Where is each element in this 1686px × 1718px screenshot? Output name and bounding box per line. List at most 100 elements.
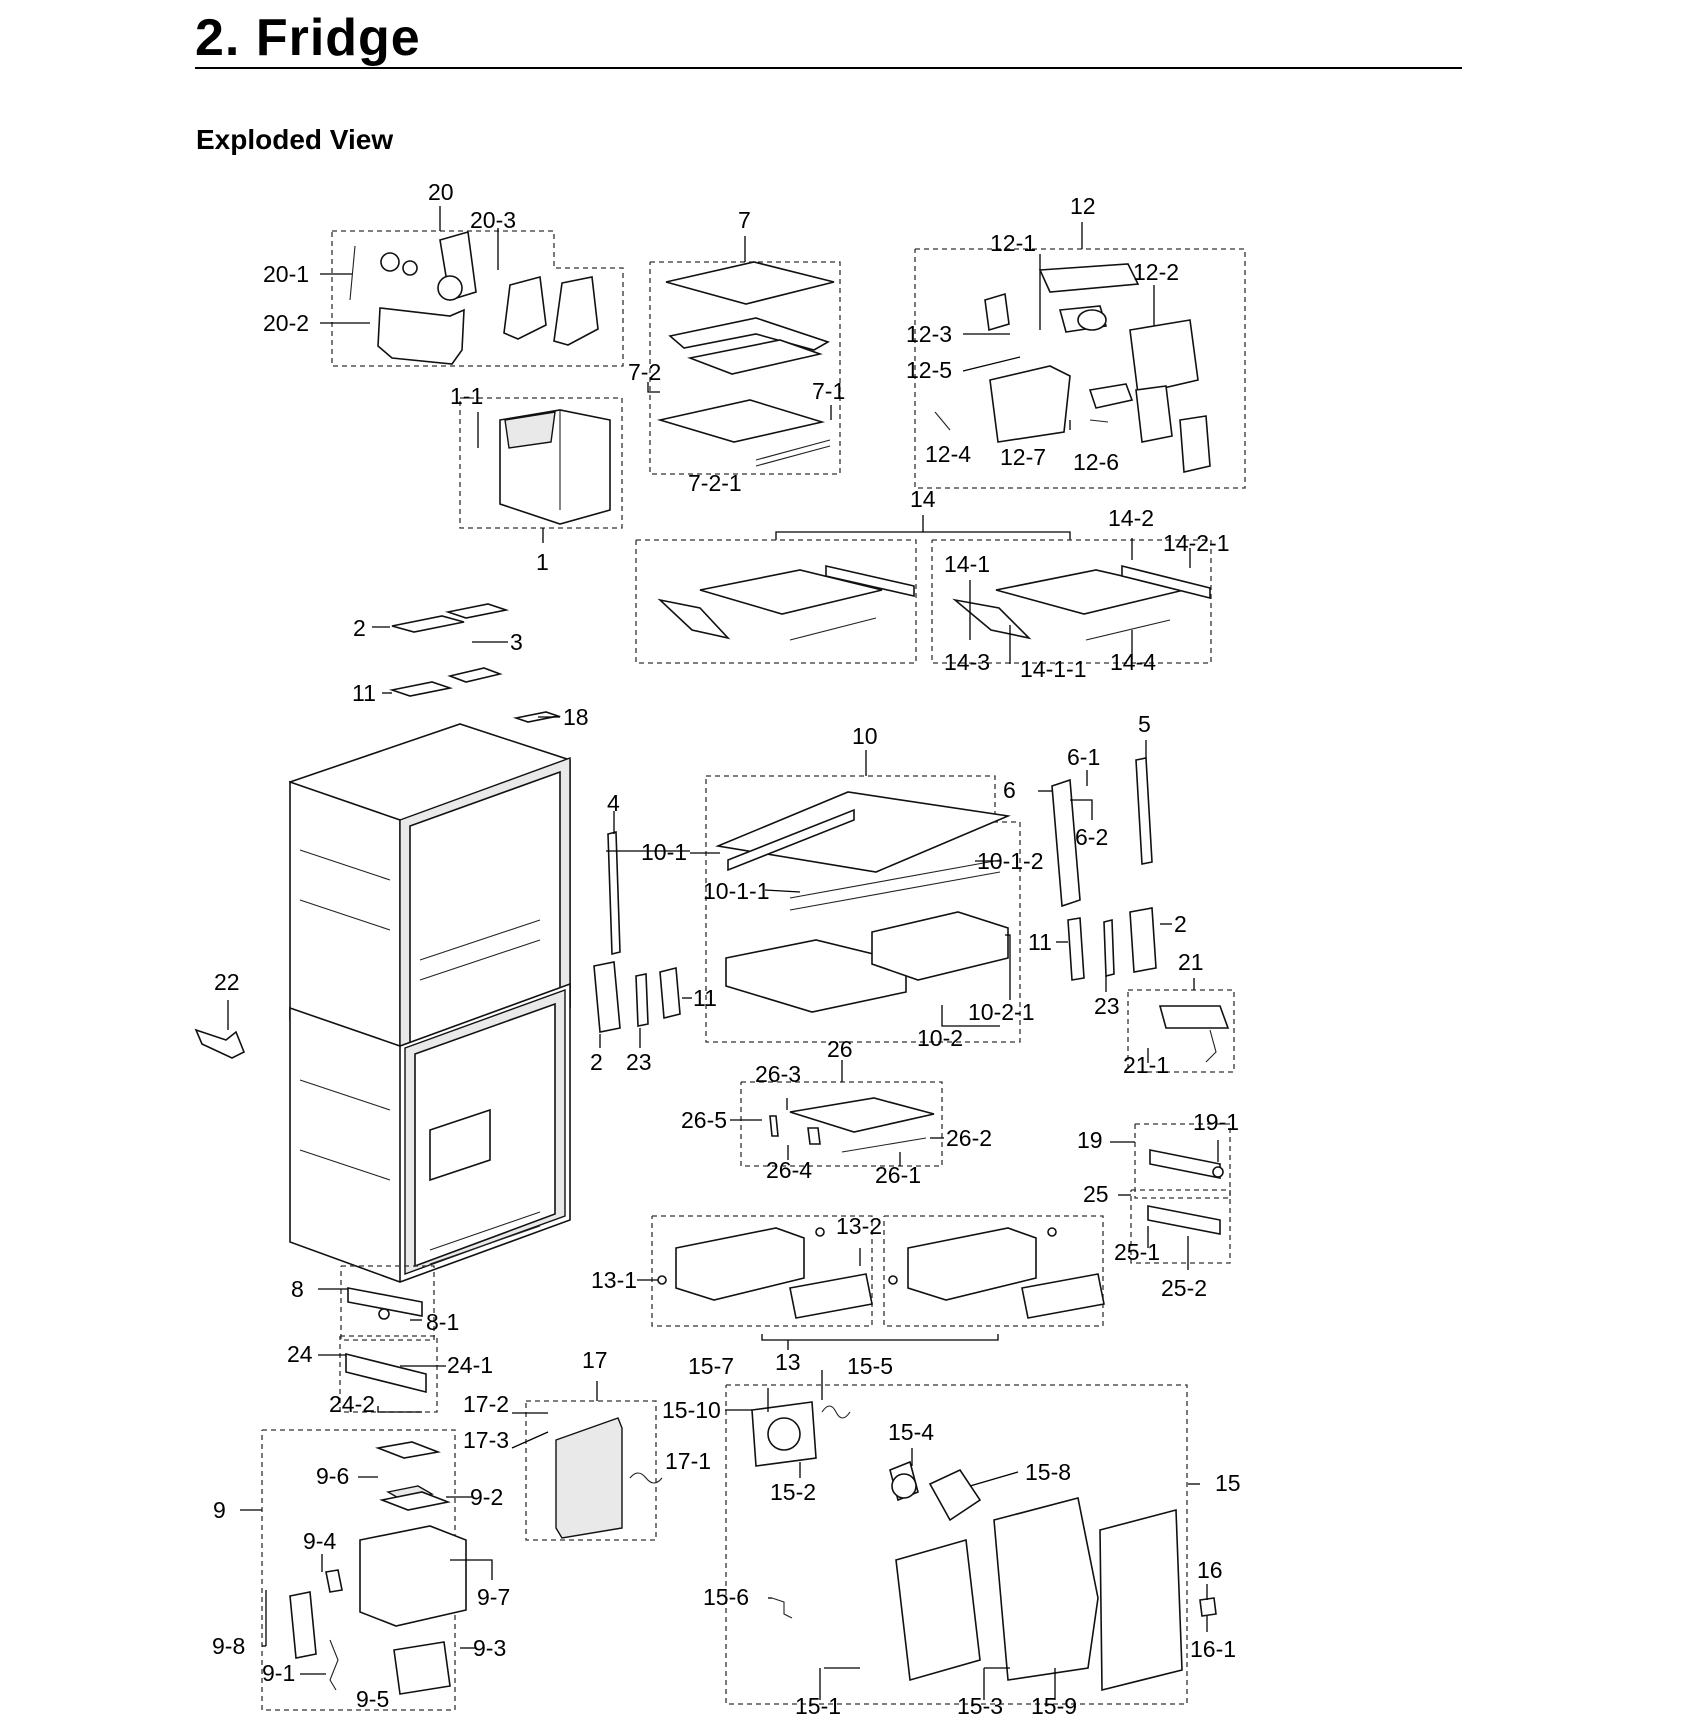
label-13-1: 13-1 <box>591 1267 637 1293</box>
label-14-1: 14-1 <box>944 551 990 577</box>
label-19-1: 19-1 <box>1193 1109 1239 1135</box>
label-25-1: 25-1 <box>1114 1239 1160 1265</box>
label-14-2: 14-2 <box>1108 505 1154 531</box>
part-group-20 <box>320 206 624 367</box>
part-group-17 <box>511 1381 663 1541</box>
part-group-13 <box>637 1215 1105 1350</box>
label-2-top: 2 <box>353 615 366 641</box>
label-15-9: 15-9 <box>1031 1693 1077 1718</box>
part-group-19 <box>1110 1123 1231 1270</box>
label-15-3: 15-3 <box>957 1693 1003 1718</box>
label-8: 8 <box>291 1276 304 1302</box>
label-20-3: 20-3 <box>470 207 516 233</box>
part-group-10 <box>690 750 1021 1043</box>
label-13: 13 <box>775 1349 801 1375</box>
label-6: 6 <box>1003 777 1016 803</box>
label-14-1-1: 14-1-1 <box>1020 656 1086 682</box>
label-17: 17 <box>582 1347 608 1373</box>
part-group-8-24 <box>318 1265 446 1413</box>
label-11-right: 11 <box>1028 929 1052 955</box>
label-15: 15 <box>1215 1470 1241 1496</box>
label-17-2: 17-2 <box>463 1391 509 1417</box>
label-7-2: 7-2 <box>628 359 661 385</box>
label-7-2-1: 7-2-1 <box>688 470 742 496</box>
label-22: 22 <box>214 969 240 995</box>
label-15-8: 15-8 <box>1025 1459 1071 1485</box>
label-4: 4 <box>607 790 620 816</box>
part-22 <box>194 1000 246 1059</box>
label-26: 26 <box>827 1036 853 1062</box>
label-24-1: 24-1 <box>447 1352 493 1378</box>
part-group-1 <box>459 397 623 543</box>
label-12-1: 12-1 <box>990 230 1036 256</box>
part-group-26 <box>730 1060 944 1167</box>
label-13-2: 13-2 <box>836 1213 882 1239</box>
label-10-1-2: 10-1-2 <box>977 848 1043 874</box>
part-group-door-rail-left <box>593 811 692 1048</box>
label-10: 10 <box>852 723 878 749</box>
section-subtitle: Exploded View <box>196 124 394 155</box>
label-9: 9 <box>213 1497 226 1523</box>
part-group-9 <box>240 1429 493 1711</box>
part-group-top-filters <box>372 603 562 723</box>
label-20-2: 20-2 <box>263 310 309 336</box>
label-15-5: 15-5 <box>847 1353 893 1379</box>
label-26-2: 26-2 <box>946 1125 992 1151</box>
label-21: 21 <box>1178 949 1204 975</box>
label-17-3: 17-3 <box>463 1427 509 1453</box>
label-12-6: 12-6 <box>1073 449 1119 475</box>
label-10-1-1: 10-1-1 <box>703 878 769 904</box>
label-14-2-1: 14-2-1 <box>1163 530 1229 556</box>
label-15-4: 15-4 <box>888 1419 934 1445</box>
label-23-right: 23 <box>1094 993 1120 1019</box>
label-23-left: 23 <box>626 1049 652 1075</box>
label-10-1: 10-1 <box>641 839 687 865</box>
label-21-1: 21-1 <box>1123 1052 1169 1078</box>
label-12-2: 12-2 <box>1133 259 1179 285</box>
title-rule <box>195 67 1462 69</box>
part-group-14 <box>635 515 1212 664</box>
label-11-top: 11 <box>352 680 376 706</box>
label-9-3: 9-3 <box>473 1635 506 1661</box>
label-8-1: 8-1 <box>426 1309 459 1335</box>
label-9-7: 9-7 <box>477 1584 510 1610</box>
label-15-2: 15-2 <box>770 1479 816 1505</box>
label-1-1: 1-1 <box>450 383 483 409</box>
part-group-7 <box>647 236 841 475</box>
part-group-6 <box>1038 740 1172 992</box>
label-9-5: 9-5 <box>356 1686 389 1712</box>
label-26-3: 26-3 <box>755 1061 801 1087</box>
label-24-2: 24-2 <box>329 1391 375 1417</box>
label-7: 7 <box>738 207 751 233</box>
label-12: 12 <box>1070 193 1096 219</box>
label-10-2-1: 10-2-1 <box>968 999 1034 1025</box>
label-3: 3 <box>510 629 523 655</box>
label-12-3: 12-3 <box>906 321 952 347</box>
label-25: 25 <box>1083 1181 1109 1207</box>
label-9-4: 9-4 <box>303 1528 336 1554</box>
label-15-6: 15-6 <box>703 1584 749 1610</box>
label-26-4: 26-4 <box>766 1157 812 1183</box>
label-10-2: 10-2 <box>917 1025 963 1051</box>
label-14: 14 <box>910 486 936 512</box>
label-20-1: 20-1 <box>263 261 309 287</box>
label-9-6: 9-6 <box>316 1463 349 1489</box>
label-14-3: 14-3 <box>944 649 990 675</box>
label-7-1: 7-1 <box>812 378 845 404</box>
part-group-15 <box>725 1370 1200 1705</box>
label-12-7: 12-7 <box>1000 444 1046 470</box>
label-15-10: 15-10 <box>662 1397 721 1423</box>
label-16: 16 <box>1197 1557 1223 1583</box>
label-26-5: 26-5 <box>681 1107 727 1133</box>
label-15-7: 15-7 <box>688 1353 734 1379</box>
label-26-1: 26-1 <box>875 1162 921 1188</box>
refrigerator-cabinet <box>288 723 571 1283</box>
part-group-21 <box>1127 978 1235 1073</box>
part-group-12 <box>914 222 1246 489</box>
label-24: 24 <box>287 1341 313 1367</box>
label-2-left: 2 <box>590 1049 603 1075</box>
label-19: 19 <box>1077 1127 1103 1153</box>
label-16-1: 16-1 <box>1190 1636 1236 1662</box>
label-17-1: 17-1 <box>665 1448 711 1474</box>
